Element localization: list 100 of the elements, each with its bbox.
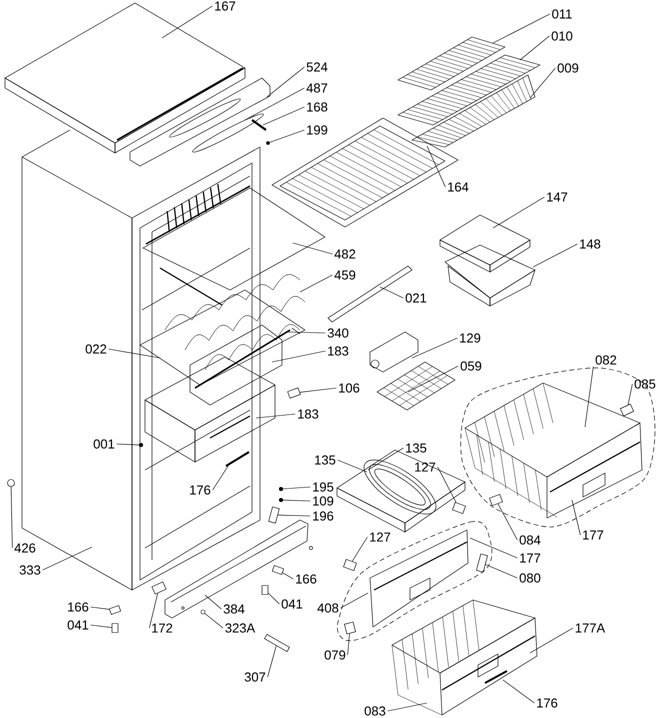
callout-number: 196 (313, 511, 334, 521)
leader-line (256, 414, 296, 418)
small-part (262, 585, 268, 595)
callout-number: 001 (94, 439, 114, 449)
callout-number: 083 (364, 706, 386, 716)
small-part (108, 605, 122, 615)
leader-line (347, 633, 350, 656)
callout-number: 333 (20, 565, 40, 575)
small-part (452, 502, 466, 514)
callout-number: 459 (334, 270, 356, 280)
callout-number: 085 (634, 379, 656, 389)
dot-part (278, 486, 284, 492)
leader-line (387, 702, 428, 712)
leader-line (530, 628, 574, 654)
leader-line (532, 244, 578, 268)
small-part (489, 494, 503, 506)
callout-number: 135 (315, 455, 336, 465)
small-part (152, 582, 166, 594)
dot-part (138, 442, 144, 448)
callout-number: 127 (370, 532, 390, 542)
callout-number: 426 (14, 543, 36, 553)
callout-number: 177A (576, 624, 606, 632)
leader-line (42, 546, 92, 570)
small-part (287, 388, 301, 398)
leader-line (530, 68, 556, 98)
small-part (112, 623, 118, 633)
small-part (620, 404, 634, 416)
callout-number: 323A (225, 623, 256, 633)
leader-line (492, 196, 545, 228)
leader-line (300, 388, 337, 393)
leader-line (437, 466, 456, 503)
leader-line (204, 594, 222, 610)
leader-line (278, 514, 311, 516)
callout-number: 482 (334, 249, 356, 259)
small-part (343, 559, 357, 571)
leader-line (520, 36, 550, 60)
leader-line (212, 462, 230, 490)
leader-line (584, 366, 594, 428)
callout-number: 168 (307, 102, 328, 112)
callout-number: 164 (448, 182, 468, 192)
leader-line (380, 286, 404, 298)
leader-line (282, 486, 311, 490)
callout-number: 177 (520, 554, 540, 562)
leader-line (90, 606, 110, 610)
callout-number: 408 (317, 603, 338, 613)
callout-number: 487 (306, 83, 328, 93)
callout-number: 307 (244, 672, 266, 682)
round-part (7, 479, 15, 487)
leader-line (352, 536, 368, 562)
callout-number: 166 (68, 602, 88, 612)
callout-number: 084 (520, 535, 540, 545)
callout-number: 127 (415, 462, 436, 472)
callout-number: 177 (583, 530, 604, 540)
callout-number: 148 (580, 239, 600, 249)
leader-line (244, 88, 305, 120)
callout-number: 080 (520, 573, 540, 583)
small-part (268, 506, 280, 524)
small-part (272, 565, 284, 575)
callout-number: 010 (552, 31, 572, 41)
callout-number: 011 (552, 9, 572, 19)
small-part (344, 622, 356, 634)
callout-number: 166 (296, 574, 316, 584)
callout-number: 059 (460, 361, 482, 371)
callout-number: 340 (328, 328, 348, 338)
leader-line (282, 500, 311, 502)
callout-number: 021 (406, 293, 426, 303)
callout-number: 195 (313, 482, 334, 492)
leader-line (412, 338, 458, 358)
leader-line (282, 572, 294, 580)
leader-line (162, 6, 213, 38)
leader-line (470, 538, 518, 558)
small-part (264, 634, 290, 652)
leader-line (204, 613, 224, 628)
dot-part (266, 141, 270, 145)
callout-number: 079 (324, 650, 346, 660)
leader-line (408, 366, 459, 392)
leader-line (272, 350, 326, 362)
callout-number: 041 (282, 599, 302, 609)
leader-line (268, 592, 280, 604)
small-part (476, 554, 488, 572)
callout-number: 183 (298, 409, 318, 419)
leader-line (485, 564, 518, 578)
leader-line (292, 242, 333, 254)
leader-line (492, 14, 550, 44)
callout-number: 147 (547, 192, 568, 202)
leader-line (288, 332, 326, 334)
leader-line (108, 348, 160, 358)
callout-number: 022 (86, 344, 106, 354)
callout-number: 199 (307, 125, 328, 135)
leader-line (267, 646, 277, 678)
callout-number: 009 (558, 63, 578, 73)
callout-number: 106 (339, 383, 360, 393)
leader-line (502, 680, 535, 704)
callout-number: 172 (152, 623, 172, 633)
dot-part (278, 498, 284, 502)
leader-line (90, 624, 112, 628)
callout-number: 183 (328, 346, 348, 356)
callout-number: 082 (596, 355, 616, 365)
leader-line (340, 592, 368, 608)
round-part (200, 610, 206, 614)
